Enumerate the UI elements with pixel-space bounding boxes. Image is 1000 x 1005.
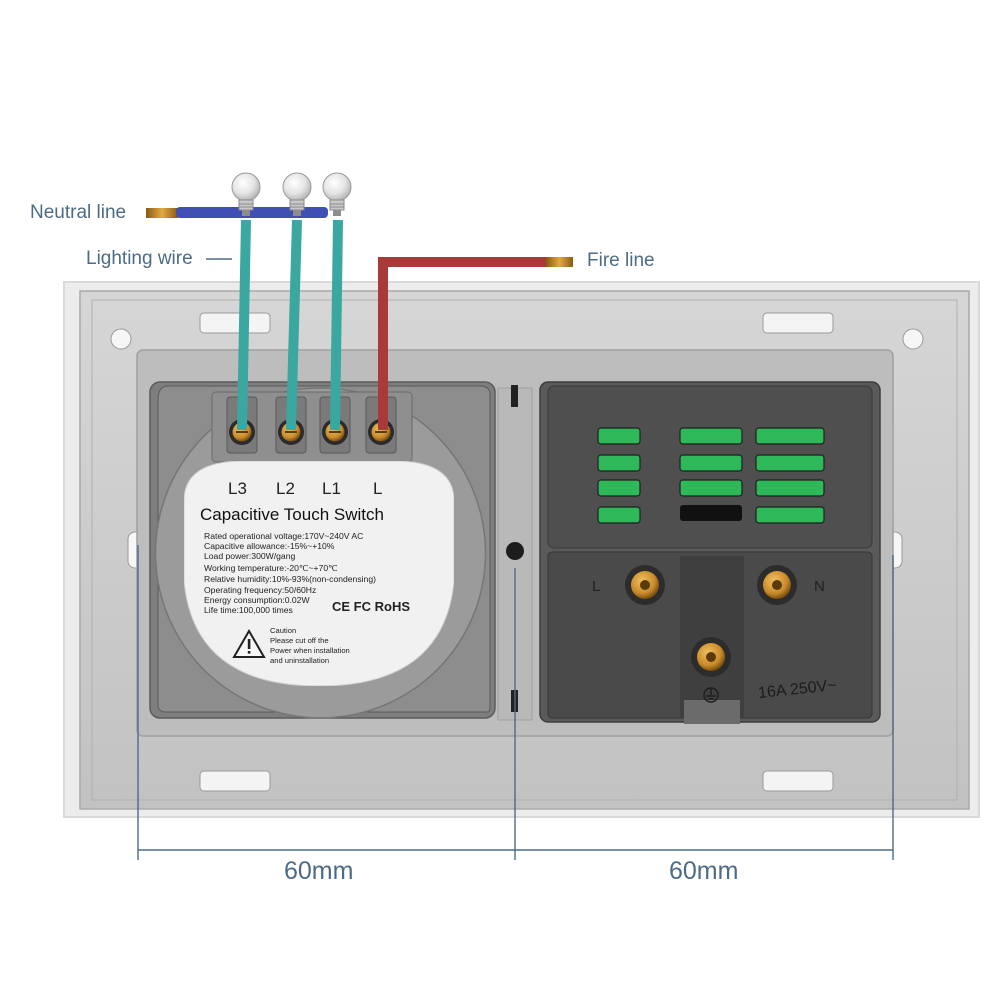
caution-line: and uninstallation [270, 656, 330, 665]
ground-icon [703, 687, 719, 703]
bulb-icon [322, 172, 352, 216]
fire-line-label: Fire line [587, 250, 655, 271]
dimension-left-label: 60mm [284, 857, 354, 885]
vent-window [597, 479, 641, 497]
lighting-wire-segment [330, 219, 343, 431]
socket-terminal-l [625, 565, 665, 605]
spec-line: Working temperature:-20℃~+70℃ [204, 563, 338, 573]
terminal-label-l3: L3 [228, 479, 247, 498]
terminal-label-l1: L1 [322, 479, 341, 498]
vent-window [755, 506, 825, 524]
vent-window [679, 454, 743, 472]
vent-window [755, 454, 825, 472]
vent-window [597, 454, 641, 472]
spec-line: Load power:300W/gang [204, 551, 296, 561]
switch-label-title: Capacitive Touch Switch [200, 505, 384, 524]
socket-vent-windows [597, 427, 825, 524]
vent-window [755, 427, 825, 445]
bulb-icon [231, 172, 261, 216]
vent-window [679, 427, 743, 445]
vent-window [597, 427, 641, 445]
terminal-label-l2: L2 [276, 479, 295, 498]
caution-line: Please cut off the [270, 636, 329, 645]
bulbs [231, 172, 352, 216]
mount-hole-top-right [902, 328, 924, 350]
terminal-label-l: L [373, 479, 383, 498]
lighting-wire-segment [286, 219, 302, 431]
caution-line: Power when installation [270, 646, 350, 655]
neutral-line-label: Neutral line [30, 202, 127, 223]
spec-line: Energy consumption:0.02W [204, 595, 310, 605]
dimension-right-label: 60mm [669, 857, 739, 885]
vent-window [597, 506, 641, 524]
caution-line: Caution [270, 626, 297, 635]
socket-terminal-earth [691, 637, 731, 677]
spec-line: Operating frequency:50/60Hz [204, 585, 317, 595]
vent-window [755, 479, 825, 497]
lighting-wire-segment [237, 219, 251, 431]
socket-slot [680, 505, 742, 521]
warning-icon [232, 629, 266, 658]
fire-line-wire [378, 257, 573, 430]
socket-pin-n-label: N [814, 578, 825, 595]
spec-line: Rated operational voltage:170V~240V AC [204, 531, 364, 541]
lighting-wires [237, 219, 343, 431]
switch-label-sticker: Capacitive Touch Switch Rated operationa… [184, 461, 454, 686]
socket-pin-l-label: L [592, 578, 601, 595]
center-screw-hole [506, 542, 524, 560]
mount-hole-top-left [110, 328, 132, 350]
certification-marks: CE FC RoHS [332, 599, 410, 614]
vent-window [679, 479, 743, 497]
lighting-wire-label: Lighting wire [86, 248, 193, 269]
bulb-icon [282, 172, 312, 216]
spec-line: Life time:100,000 times [204, 605, 293, 615]
socket-terminal-n [757, 565, 797, 605]
spec-line: Capacitive allowance:-15%~+10% [204, 541, 335, 551]
spec-line: Relative humidity:10%-93%(non-condensing… [204, 574, 376, 584]
dimension-lines [137, 545, 894, 860]
